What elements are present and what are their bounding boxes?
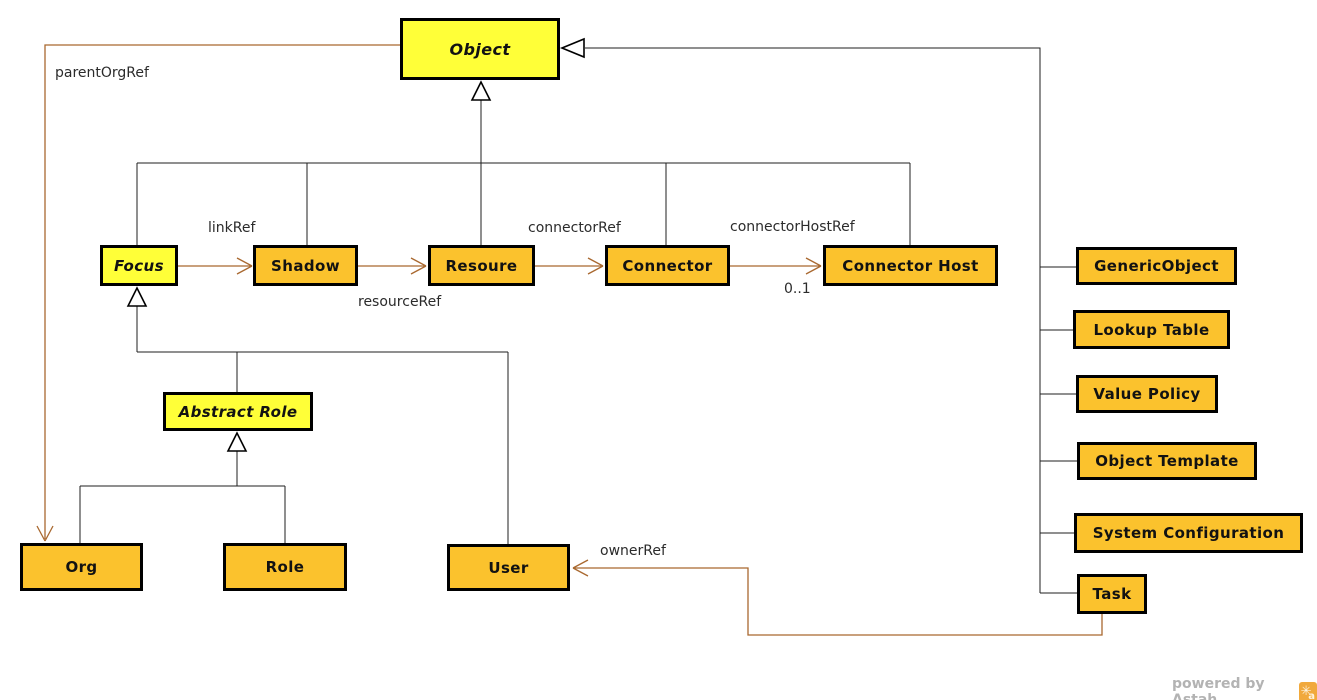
class-label: Abstract Role <box>178 402 298 421</box>
a-glyph: a <box>1308 691 1315 700</box>
class-user[interactable]: User <box>447 544 570 591</box>
class-focus[interactable]: Focus <box>100 245 178 286</box>
class-label: Connector <box>622 256 713 275</box>
association-label-linkRef: linkRef <box>208 220 256 236</box>
edge-parentOrgRef-arrowhead <box>36 525 54 542</box>
edge-connectorRef-arrowhead <box>587 257 604 275</box>
association-label-parentOrgRef: parentOrgRef <box>55 65 149 81</box>
class-label: System Configuration <box>1092 524 1285 542</box>
class-shadow[interactable]: Shadow <box>253 245 358 286</box>
association-label-connectorHostRef: connectorHostRef <box>730 219 855 235</box>
class-label: Object <box>449 39 511 59</box>
astah-logo-icon: ✳a <box>1299 682 1317 700</box>
class-label: Lookup Table <box>1093 320 1210 339</box>
class-label: Connector Host <box>842 256 979 275</box>
star-glyph: ✳ <box>1300 683 1312 699</box>
class-lookup-table[interactable]: Lookup Table <box>1073 310 1230 349</box>
edge-resourceRef-arrowhead <box>410 257 427 275</box>
class-value-policy[interactable]: Value Policy <box>1076 375 1218 413</box>
class-label: Focus <box>114 256 164 275</box>
class-role[interactable]: Role <box>223 543 347 591</box>
association-label-connectorRef: connectorRef <box>528 220 621 236</box>
class-generic-object[interactable]: GenericObject <box>1076 247 1237 285</box>
class-resoure[interactable]: Resoure <box>428 245 535 286</box>
class-label: GenericObject <box>1094 257 1219 275</box>
edge-ownerRef <box>574 567 1103 636</box>
class-connector-host[interactable]: Connector Host <box>823 245 998 286</box>
edge-parentOrgRef <box>44 44 400 539</box>
class-object-template[interactable]: Object Template <box>1077 442 1257 480</box>
class-task[interactable]: Task <box>1077 574 1147 614</box>
association-lines <box>36 44 1103 636</box>
class-abstract-role[interactable]: Abstract Role <box>163 392 313 431</box>
astah-watermark: powered by Astah ✳a <box>1172 676 1317 700</box>
class-object[interactable]: Object <box>400 18 560 80</box>
multiplicity-label: 0..1 <box>784 281 811 297</box>
class-label: Resoure <box>445 256 518 275</box>
edge-linkRef-arrowhead <box>236 257 253 275</box>
class-label: Task <box>1092 585 1132 603</box>
generalization-lines <box>79 47 1077 594</box>
class-label: User <box>488 558 529 577</box>
association-label-ownerRef: ownerRef <box>600 543 666 559</box>
association-label-resourceRef: resourceRef <box>358 294 442 310</box>
edge-ownerRef-arrowhead <box>572 559 589 577</box>
watermark-text: powered by Astah <box>1172 676 1265 700</box>
class-org[interactable]: Org <box>20 543 143 591</box>
class-label: Shadow <box>271 256 340 275</box>
class-system-configuration[interactable]: System Configuration <box>1074 513 1303 553</box>
class-label: Object Template <box>1095 452 1239 470</box>
inheritance-triangle-icons <box>126 37 585 452</box>
class-label: Role <box>265 558 305 576</box>
class-label: Value Policy <box>1093 385 1201 403</box>
class-label: Org <box>65 558 98 576</box>
edge-connectorHostRef-arrowhead <box>805 257 822 275</box>
class-connector[interactable]: Connector <box>605 245 730 286</box>
